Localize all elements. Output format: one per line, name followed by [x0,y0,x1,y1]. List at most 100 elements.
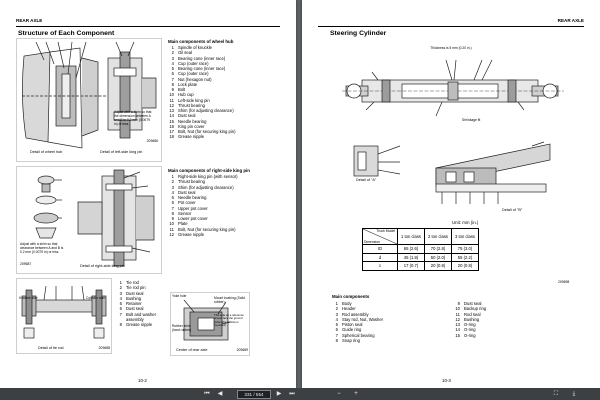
figure-id-209689: 209689 [236,348,248,352]
wheel-hub-figure: Adjust with a shim so that the dimension… [16,38,162,162]
list-item-number: 7 [171,205,174,211]
list-item-number: 14 [169,113,174,119]
list-item: 8 Grease nipple [114,322,156,327]
list-item-number: 18 [169,134,174,140]
download-icon[interactable]: ⤓ [572,391,576,397]
list-item-text: Backup ring [464,306,487,312]
list-item-number: 6 [171,200,174,206]
page-number-field[interactable]: 331 / 554 [237,390,271,399]
list-item: 3 Rod assembly [330,312,383,317]
next-page-icon[interactable]: ▶ [276,391,282,397]
previous-page-icon[interactable]: ◀ [217,391,223,397]
table-value-cell: 45 (1.8) [397,252,425,263]
list-heading-main-components: Main components [332,294,370,299]
caption-wheel-hub: Detail of wheel hub [30,150,63,154]
right-page: REAR AXLE Steering Cylinder Thickness is… [302,0,600,388]
figure-id-209688: 209688 [98,346,110,350]
list-item-number: 10 [169,221,174,227]
list-item-number: 2 [335,306,338,312]
page-header: REAR AXLE [16,16,280,27]
caption-tie-rod: Detail of tie rod [38,346,64,350]
shim-adjust-note: Adjust with a shim so that the dimension… [114,110,152,126]
list-item-number: 2 [171,50,174,56]
label-reference-note: This side as a reference should face the… [214,313,244,328]
list-item-text: Dust seal [178,113,196,119]
list-item-number: 6 [335,327,338,333]
list-item-text: Grease nipple [178,231,205,237]
list-item-text: Dust seal [178,189,196,195]
label-knuckle-side: Knuckle side [19,296,38,300]
list-item-text: Rod assembly [342,311,369,317]
list-item-number: 3 [335,311,338,317]
list-item-number: 7 [171,76,174,82]
list-item-number: 7 [335,332,338,338]
first-page-icon[interactable]: ⏮ [204,391,210,397]
list-item-number: 7 [119,311,122,317]
last-page-icon[interactable]: ⏭ [289,391,295,397]
page-number-left: 10-2 [138,378,147,383]
table-value-cell: 55 (2.2) [451,252,479,263]
list-item-number: 13 [169,108,174,113]
list-item-number: 9 [171,216,174,221]
zoom-out-icon[interactable]: − [337,391,341,397]
list-item-text: Tie rod pin [126,285,146,291]
list-item-number: 16 [169,123,174,129]
label-cylinder-side: Cylinder side [86,296,106,300]
list-item-text: Bolt, Nut (for securing king pin) [178,226,236,232]
table-value-cell: 75 (3.0) [451,244,479,254]
list-item-text: Piston seal [342,322,363,327]
list-item-text: Cup (outer race) [178,60,209,66]
list-item-text: O-ring [464,327,476,333]
list-item-text: Guide ring [342,327,362,333]
table-value-cell: 17 (0.7) [397,261,425,271]
list-item-number: 8 [119,322,122,327]
header-section-right: REAR AXLE [557,18,584,23]
list-item-number: 10 [169,92,174,98]
list-item: 2 Header [330,306,383,311]
list-item-number: 6 [119,306,122,312]
dimension-table: Truck Model Dimension 1 ton class 2 ton … [362,228,479,271]
list-item-text: Grease nipple [126,322,153,327]
list-item-text: Spindle of knuckle [178,45,212,50]
table-corner-top: Truck Model [376,229,395,233]
list-item-number: 3 [171,55,174,61]
unit-note: Unit: mm (in.) [452,220,479,225]
list-item-text: Shim (for adjusting clearance) [178,184,234,190]
list-item: 6 Guide ring [330,327,383,332]
zoom-in-icon[interactable]: + [354,391,358,397]
clearance-adjust-note: Adjust with a shim so that clearance bet… [20,242,64,254]
shrinkage-fit-label: Shrinkage fit [462,118,481,122]
list-item-text: Grease nipple [178,134,205,140]
list-item-text: Body [342,301,352,306]
table-value-cell: 65 (2.6) [397,244,425,254]
list-item-text: Header [342,306,356,312]
left-page: REAR AXLE Structure of Each Component Ad… [0,0,296,388]
caption-detail-a: Detail of "A" [356,178,377,182]
list-item-number: 13 [455,322,460,327]
figure-id-209698: 209698 [558,280,570,284]
caption-right-king-pin: Detail of right-side king pin [80,264,125,268]
fullscreen-icon[interactable]: ⛶ [553,391,559,397]
list-item-number: 1 [119,280,122,285]
